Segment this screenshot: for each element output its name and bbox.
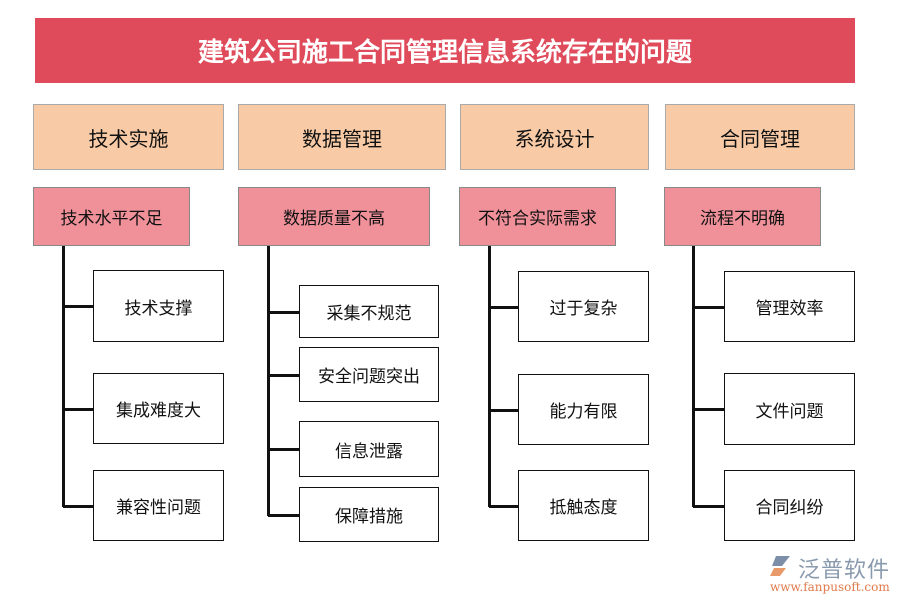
problem-box: 数据质量不高 bbox=[238, 187, 430, 246]
connector-branch bbox=[693, 408, 724, 411]
connector-branch bbox=[489, 504, 518, 508]
connector-branch bbox=[63, 305, 93, 308]
connector-branch bbox=[693, 305, 724, 309]
issue-box: 能力有限 bbox=[518, 374, 649, 445]
issue-box: 文件问题 bbox=[724, 373, 855, 445]
connector-branch bbox=[268, 448, 299, 451]
issue-box: 集成难度大 bbox=[93, 373, 224, 444]
logo-name: 泛普软件 bbox=[798, 558, 891, 583]
issue-box: 过于复杂 bbox=[518, 271, 649, 342]
category-header: 系统设计 bbox=[460, 104, 649, 170]
logo-url: www.fanpusoft.com bbox=[770, 580, 890, 594]
connector-line bbox=[692, 246, 695, 507]
problem-box: 不符合实际需求 bbox=[459, 187, 616, 246]
category-header: 数据管理 bbox=[238, 104, 446, 170]
issue-box: 信息泄露 bbox=[299, 421, 439, 477]
connector-branch bbox=[63, 407, 93, 411]
connector-line bbox=[488, 246, 491, 507]
issue-box: 安全问题突出 bbox=[299, 347, 439, 402]
connector-branch bbox=[268, 513, 299, 517]
problem-box: 流程不明确 bbox=[664, 187, 821, 246]
connector-branch bbox=[693, 504, 724, 508]
issue-box: 合同纠纷 bbox=[724, 470, 855, 541]
issue-box: 技术支撑 bbox=[93, 270, 224, 342]
problem-box: 技术水平不足 bbox=[33, 187, 190, 246]
diagram-title: 建筑公司施工合同管理信息系统存在的问题 bbox=[35, 18, 855, 83]
logo-icon bbox=[770, 556, 790, 576]
connector-branch bbox=[268, 373, 299, 377]
category-header: 技术实施 bbox=[33, 104, 224, 170]
connector-line bbox=[62, 246, 65, 507]
category-header: 合同管理 bbox=[665, 104, 855, 170]
issue-box: 保障措施 bbox=[299, 487, 439, 542]
connector-branch bbox=[268, 310, 299, 314]
connector-branch bbox=[489, 305, 518, 309]
issue-box: 采集不规范 bbox=[299, 285, 439, 338]
connector-branch bbox=[489, 408, 518, 412]
connector-line bbox=[267, 246, 270, 516]
issue-box: 抵触态度 bbox=[518, 470, 649, 541]
connector-branch bbox=[63, 504, 93, 508]
issue-box: 兼容性问题 bbox=[93, 470, 224, 541]
issue-box: 管理效率 bbox=[724, 271, 855, 342]
